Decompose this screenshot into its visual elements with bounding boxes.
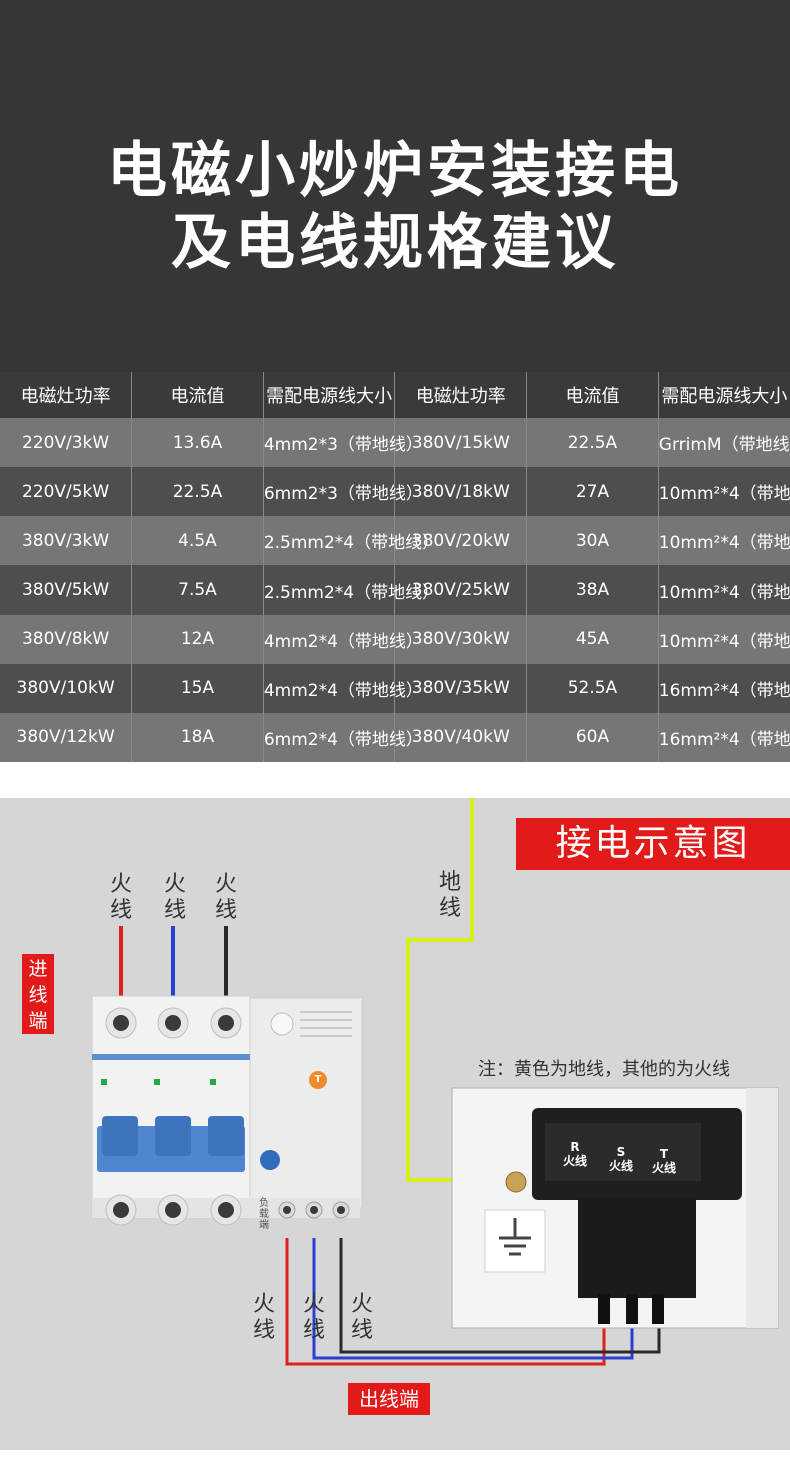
table-cell: 16mm²*4（带地线） — [658, 663, 790, 713]
plug-pin-label: 火线 — [651, 1161, 676, 1175]
header-power-1: 电磁灶功率 — [0, 372, 133, 419]
table-cell: 15A — [131, 663, 264, 713]
header-wire-size-1: 需配电源线大小 — [263, 372, 396, 419]
table-cell: 60A — [526, 712, 659, 762]
table-cell: 220V/3kW — [0, 418, 133, 468]
page-title-line2: 及电线规格建议 — [171, 208, 619, 278]
plug-pin-label: 火线 — [608, 1159, 633, 1173]
table-cell: 380V/40kW — [394, 712, 528, 762]
table-cell: 2.5mm2*4（带地线） — [263, 565, 439, 615]
plug-pin-r: R 火线 — [560, 1140, 590, 1168]
spacer — [0, 762, 790, 798]
table-row: 380V/10kW 15A 4mm2*4（带地线） 380V/35kW 52.5… — [0, 663, 790, 713]
input-terminal-label: 进线端 — [22, 954, 54, 1034]
table-cell: 4mm2*4（带地线） — [263, 614, 423, 664]
live-wire-label: 火线 — [350, 1292, 373, 1343]
header-power-2: 电磁灶功率 — [394, 372, 528, 419]
plug-pin-letter: T — [659, 1147, 669, 1161]
table-cell: 4mm2*4（带地线） — [263, 663, 423, 713]
table-cell: 7.5A — [131, 565, 264, 615]
table-cell: 4mm2*3（带地线） — [263, 418, 423, 468]
live-wire-label: 火线 — [163, 872, 186, 923]
table-cell: 380V/8kW — [0, 614, 133, 664]
diagram-title: 接电示意图 — [516, 818, 790, 870]
table-cell: 45A — [526, 614, 659, 664]
table-row: 380V/8kW 12A 4mm2*4（带地线） 380V/30kW 45A 1… — [0, 614, 790, 664]
table-cell: 220V/5kW — [0, 467, 133, 517]
plug-pin-t: T 火线 — [649, 1147, 679, 1175]
breaker-load-label: 负载端 — [259, 1198, 269, 1231]
table-cell: 22.5A — [131, 467, 264, 517]
header-wire-size-2: 需配电源线大小 — [658, 372, 790, 419]
table-cell: 38A — [526, 565, 659, 615]
table-cell: 10mm²*4（带地线） — [658, 467, 790, 517]
table-cell: 380V/3kW — [0, 516, 133, 566]
table-cell: 27A — [526, 467, 659, 517]
table-cell: 380V/5kW — [0, 565, 133, 615]
table-cell: 4.5A — [131, 516, 264, 566]
table-cell: 13.6A — [131, 418, 264, 468]
table-cell: 380V/25kW — [394, 565, 528, 615]
table-row: 220V/3kW 13.6A 4mm2*3（带地线） 380V/15kW 22.… — [0, 418, 790, 468]
ground-wire-label: 地线 — [438, 870, 461, 921]
table-cell: 6mm2*4（带地线） — [263, 712, 423, 762]
table-cell: GrrimM（带地线） — [658, 418, 790, 468]
page-title-line1: 电磁小炒炉安装接电 — [107, 136, 683, 206]
ground-wire — [406, 798, 500, 1182]
table-row: 380V/5kW 7.5A 2.5mm2*4（带地线） 380V/25kW 38… — [0, 565, 790, 615]
header-current-2: 电流值 — [526, 372, 659, 419]
plug-pin-letter: S — [616, 1145, 626, 1159]
table-cell: 380V/10kW — [0, 663, 133, 713]
appliance-panel — [451, 1087, 779, 1329]
bottom-margin — [0, 1450, 790, 1461]
table-cell: 380V/12kW — [0, 712, 133, 762]
table-row: 380V/3kW 4.5A 2.5mm2*4（带地线） 380V/20kW 30… — [0, 516, 790, 566]
table-cell: 380V/30kW — [394, 614, 528, 664]
table-header-row: 电磁灶功率 电流值 需配电源线大小 电磁灶功率 电流值 需配电源线大小 — [0, 372, 790, 419]
output-terminal-label: 出线端 — [348, 1383, 430, 1415]
diagram-note: 注：黄色为地线，其他的为火线 — [478, 1059, 730, 1080]
table-cell: 22.5A — [526, 418, 659, 468]
live-wire-label: 火线 — [302, 1292, 325, 1343]
table-cell: 10mm²*4（带地线） — [658, 516, 790, 566]
wiring-diagram-illustration — [91, 798, 779, 1366]
live-wire-label: 火线 — [109, 872, 132, 923]
circuit-breaker — [91, 995, 363, 1226]
wire-spec-table: 电磁灶功率 电流值 需配电源线大小 电磁灶功率 电流值 需配电源线大小 220V… — [0, 372, 790, 762]
live-wire-label: 火线 — [214, 872, 237, 923]
table-cell: 380V/20kW — [394, 516, 528, 566]
table-cell: 30A — [526, 516, 659, 566]
title-banner: 电磁小炒炉安装接电 及电线规格建议 — [0, 0, 790, 372]
plug-pin-s: S 火线 — [606, 1145, 636, 1173]
table-row: 380V/12kW 18A 6mm2*4（带地线） 380V/40kW 60A … — [0, 712, 790, 762]
table-row: 220V/5kW 22.5A 6mm2*3（带地线） 380V/18kW 27A… — [0, 467, 790, 517]
table-cell: 380V/35kW — [394, 663, 528, 713]
table-cell: 18A — [131, 712, 264, 762]
plug-pin-letter: R — [570, 1140, 580, 1154]
breaker-test-button-letter: T — [314, 1074, 322, 1085]
table-cell: 380V/15kW — [394, 418, 528, 468]
table-cell: 10mm²*4（带地线） — [658, 614, 790, 664]
table-cell: 380V/18kW — [394, 467, 528, 517]
table-cell: 16mm²*4（带地线） — [658, 712, 790, 762]
table-cell: 10mm²*4（带地线） — [658, 565, 790, 615]
live-wire-label: 火线 — [252, 1292, 275, 1343]
table-cell: 52.5A — [526, 663, 659, 713]
table-cell: 6mm2*3（带地线） — [263, 467, 423, 517]
table-cell: 12A — [131, 614, 264, 664]
plug-pin-label: 火线 — [562, 1154, 587, 1168]
header-current-1: 电流值 — [131, 372, 264, 419]
table-cell: 2.5mm2*4（带地线） — [263, 516, 439, 566]
